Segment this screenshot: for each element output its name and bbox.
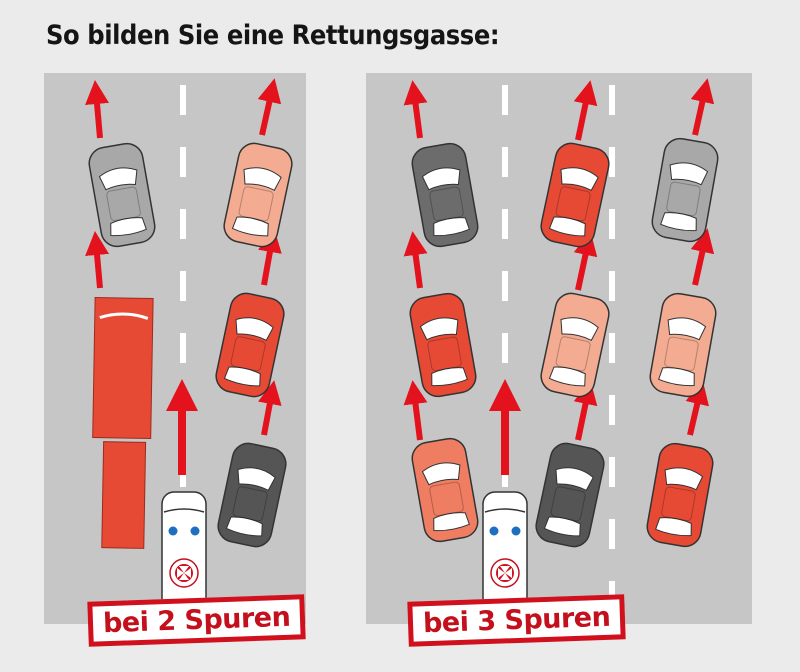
blue-light-icon: [190, 526, 200, 536]
lane-divider: [180, 271, 186, 301]
car-icon: [88, 142, 156, 248]
blue-light-icon: [489, 526, 499, 536]
ambulance-icon: [482, 491, 528, 613]
arrow-icon: [573, 380, 598, 441]
car-icon: [215, 292, 285, 398]
lane-divider: [502, 209, 508, 239]
arrow-icon: [573, 231, 598, 291]
arrow-icon: [258, 380, 282, 436]
blue-light-icon: [511, 526, 521, 536]
label-2-lanes: bei 2 Spuren: [87, 594, 307, 647]
car-icon: [651, 137, 719, 243]
lane-divider: [609, 147, 615, 177]
car-icon: [535, 442, 605, 548]
lane-divider: [609, 333, 615, 363]
arrow-icon: [85, 231, 110, 289]
lane-divider: [180, 209, 186, 239]
lane-divider: [180, 147, 186, 177]
car-icon: [411, 437, 479, 543]
lane-divider: [609, 85, 615, 115]
lane-divider: [502, 147, 508, 177]
lane-divider: [609, 395, 615, 425]
car-icon: [217, 442, 287, 548]
blue-light-icon: [168, 526, 178, 536]
lane-divider: [609, 519, 615, 549]
arrow-icon: [85, 80, 109, 139]
arrow-icon: [403, 231, 428, 289]
lane-divider: [609, 271, 615, 301]
lane-divider: [609, 209, 615, 239]
label-3-lanes: bei 3 Spuren: [407, 594, 627, 647]
truck-icon: [92, 297, 154, 549]
car-icon: [223, 142, 293, 248]
lane-divider: [609, 457, 615, 487]
car-icon: [540, 292, 610, 398]
car-icon: [646, 442, 714, 548]
lane-divider: [180, 333, 186, 363]
arrow-icon: [690, 78, 715, 136]
arrow-icon: [573, 80, 598, 141]
page-title: So bilden Sie eine Rettungsgasse:: [46, 20, 500, 51]
arrow-icon: [690, 228, 715, 286]
arrow-icon: [258, 228, 282, 286]
ambulance-icon: [161, 491, 207, 613]
lane-divider: [502, 85, 508, 115]
car-icon: [411, 142, 479, 248]
car-icon: [409, 292, 477, 398]
car-icon: [649, 292, 717, 398]
lane-divider: [502, 333, 508, 363]
car-icon: [540, 142, 610, 248]
arrow-icon: [257, 78, 282, 136]
arrow-icon: [403, 80, 428, 139]
lane-divider: [180, 85, 186, 115]
arrow-icon: [403, 380, 428, 441]
lane-divider: [502, 271, 508, 301]
arrow-icon: [685, 380, 709, 436]
